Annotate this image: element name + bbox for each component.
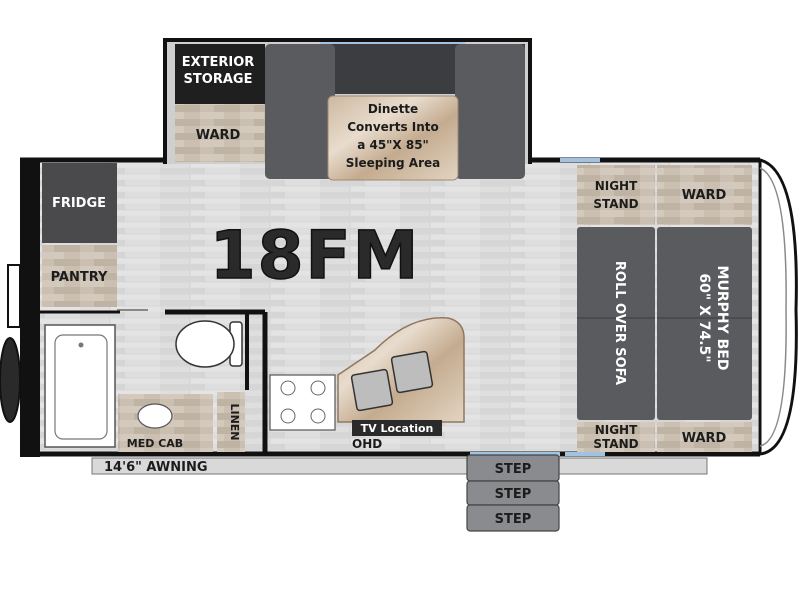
murphy-bed-label-line2: 60" X 74.5" <box>696 273 712 362</box>
rear-ladder <box>7 264 21 328</box>
tv-location-bar <box>352 420 442 436</box>
roll-over-sofa <box>577 227 655 420</box>
step-2-label: STEP <box>495 487 532 502</box>
night-stand-bottom <box>577 422 655 452</box>
front-cap-inner <box>759 167 787 447</box>
night-stand-bottom-label-line1: NIGHT <box>595 423 638 437</box>
burner-1 <box>280 380 296 396</box>
ward-bottom-right-label: WARD <box>682 431 727 446</box>
burner-4 <box>310 408 326 424</box>
med-cab-label: MED CAB <box>127 437 183 450</box>
front-window <box>560 158 600 162</box>
stove <box>269 374 336 431</box>
kitchen-sink-right <box>390 350 434 394</box>
night-stand-top <box>577 165 655 225</box>
murphy-bed-label-line1: MURPHY BED <box>714 266 730 371</box>
front-cap <box>758 158 798 456</box>
step-1-label: STEP <box>495 462 532 477</box>
rear-wall <box>20 158 40 457</box>
model-number: 18FM <box>210 217 421 294</box>
exterior-storage-label-line1: EXTERIOR <box>182 55 255 70</box>
night-stand-bottom-label-line2: STAND <box>593 437 638 451</box>
slide-wardrobe <box>175 104 265 162</box>
burner-3 <box>280 408 296 424</box>
awning-label: 14'6" AWNING <box>104 460 208 475</box>
dinette-right-seat <box>455 44 525 179</box>
tv-location-label: TV Location <box>361 422 434 435</box>
linen <box>217 392 245 452</box>
dinette-label-line2: Converts Into <box>347 120 439 134</box>
shower-pan <box>54 334 108 440</box>
step-3-label: STEP <box>495 512 532 527</box>
shower-drain <box>78 342 84 348</box>
burner-2 <box>310 380 326 396</box>
dinette-label-line1: Dinette <box>368 102 418 116</box>
spare-tire <box>0 337 21 423</box>
slide-wall <box>163 38 532 164</box>
slide-wardrobe-label: WARD <box>196 128 241 143</box>
ward-top-right-label: WARD <box>682 188 727 203</box>
side-window <box>565 452 605 456</box>
night-stand-top-label-line2: STAND <box>593 197 638 211</box>
pantry-label: PANTRY <box>51 270 108 285</box>
dinette-table <box>327 95 459 181</box>
kitchen-sink-left <box>350 368 394 412</box>
fridge <box>42 163 117 243</box>
step-3 <box>466 504 560 532</box>
bath-sink <box>137 403 173 429</box>
dinette-label-line4: Sleeping Area <box>346 156 441 170</box>
linen-label: LINEN <box>228 403 241 440</box>
pantry <box>42 245 117 307</box>
dinette-left-seat <box>265 44 335 179</box>
dinette-label-line3: a 45"X 85" <box>357 138 429 152</box>
exterior-storage <box>175 44 265 104</box>
fridge-label: FRIDGE <box>52 196 106 211</box>
ward-top-right <box>657 165 752 225</box>
entry-door <box>470 452 560 456</box>
murphy-bed <box>657 227 752 420</box>
ward-bottom-right <box>657 422 752 452</box>
night-stand-top-label-line1: NIGHT <box>595 179 638 193</box>
ohd-label: OHD <box>352 437 382 451</box>
exterior-storage-label-line2: STORAGE <box>184 72 253 87</box>
roll-over-sofa-label: ROLL OVER SOFA <box>612 261 627 385</box>
toilet <box>175 320 235 368</box>
